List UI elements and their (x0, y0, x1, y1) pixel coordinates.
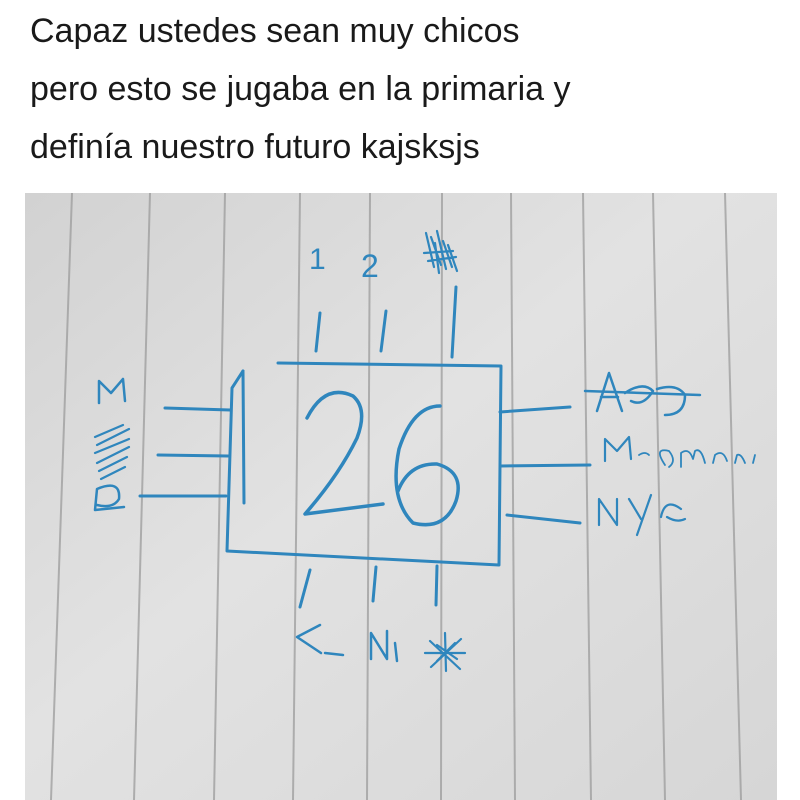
right-line (499, 463, 592, 468)
top-label-1: 1 (309, 243, 326, 276)
notebook-drawing: 1 2 (25, 193, 777, 800)
rule-line (582, 193, 592, 800)
right-crossed-label (595, 371, 687, 417)
bottom-letter-less (295, 623, 345, 657)
caption-line-3: definía nuestro futuro kajsksjs (30, 128, 480, 166)
caption-line-2: pero esto se jugaba en la primaria y (30, 70, 571, 108)
post-caption: Capaz ustedes sean muy chicos pero esto … (30, 2, 780, 176)
notebook-photo: 1 2 (25, 193, 777, 800)
digit-2-shape (303, 390, 385, 516)
top-tick (379, 309, 388, 353)
digit-6-shape (394, 404, 460, 527)
right-line (498, 405, 572, 414)
bottom-tick (371, 565, 378, 603)
strike-through (583, 389, 702, 397)
center-box (225, 361, 503, 567)
right-line (505, 513, 582, 525)
right-word-1-rest (638, 449, 756, 468)
caption-line-1: Capaz ustedes sean muy chicos (30, 12, 520, 50)
written-labels: 1 2 (309, 243, 379, 284)
left-letter-p (93, 484, 126, 512)
rule-line (652, 193, 666, 800)
top-tick (450, 285, 458, 359)
box-left-inner-edge (241, 369, 246, 505)
rule-line (440, 193, 443, 800)
left-letter-m (97, 377, 127, 405)
top-label-2: 2 (361, 248, 379, 284)
rule-line (292, 193, 301, 800)
ink-drawing (93, 229, 756, 673)
right-word-2 (597, 493, 687, 537)
bottom-tick (434, 564, 439, 607)
bottom-letter-ni (369, 629, 399, 663)
rule-line (510, 193, 516, 800)
bottom-tick (298, 568, 312, 609)
scribble-left (93, 423, 131, 481)
scribble-top-right (422, 229, 459, 275)
right-word-1-m (603, 435, 633, 463)
rule-line (366, 193, 371, 800)
rule-line (724, 193, 742, 800)
top-tick (314, 311, 322, 353)
left-line (163, 406, 232, 412)
rule-line (50, 193, 73, 800)
left-line (156, 453, 230, 458)
bottom-scribble (423, 631, 467, 673)
